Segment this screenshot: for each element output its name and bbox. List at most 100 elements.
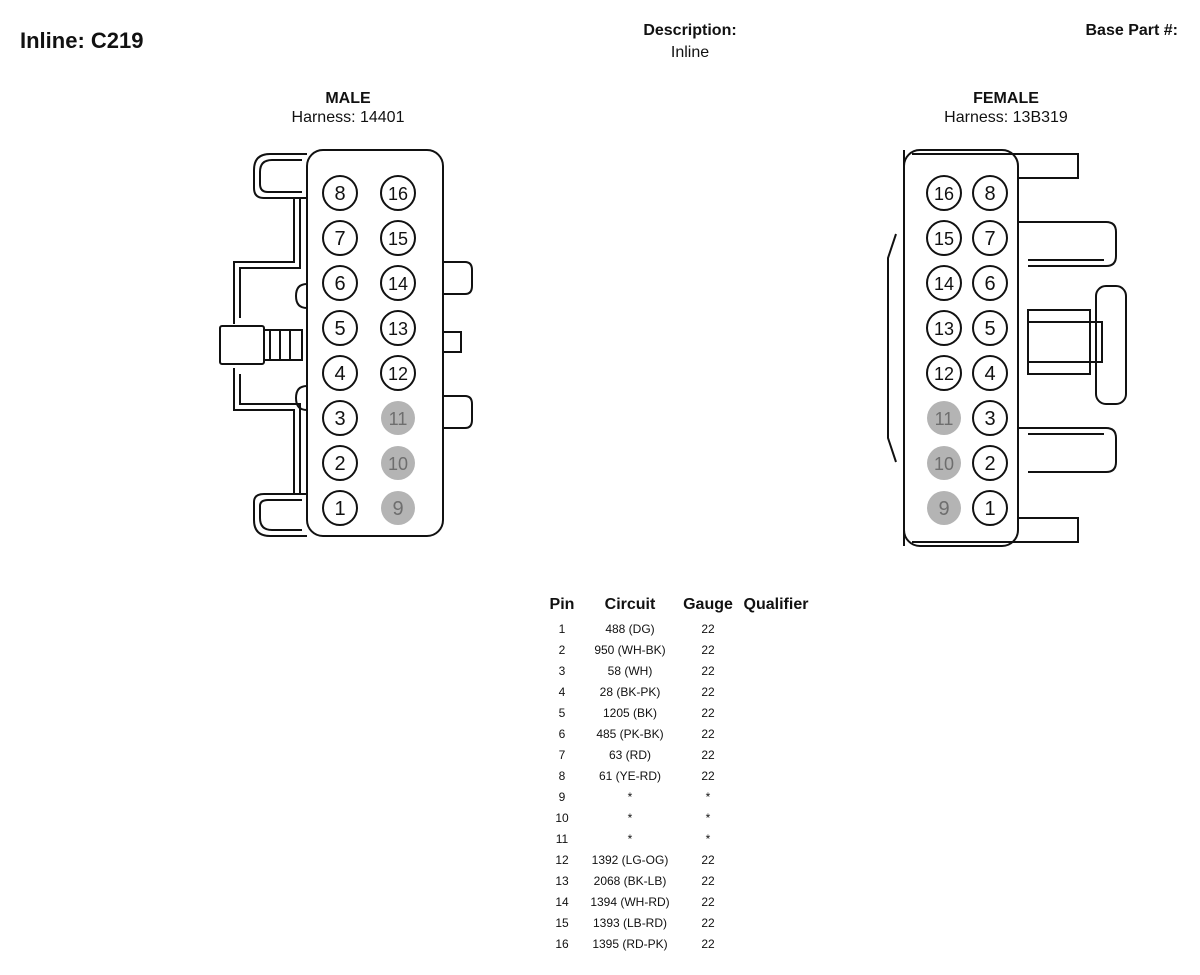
female-cavity-9 [927,491,961,525]
table-header-row: Pin Circuit Gauge Qualifier [543,596,815,618]
table-row: 11 * * [543,828,815,849]
circuit-cell: 485 (PK-BK) [596,726,664,741]
circuit-cell: 1393 (LB-RD) [592,915,668,930]
female-cavity-label: 12 [934,364,954,384]
female-cavity-label: 5 [984,318,995,340]
pin-cell: 11 [555,831,569,846]
female-cavity-label: 11 [935,409,954,429]
pin-cell: 9 [558,789,566,804]
gauge-cell: 22 [701,852,715,867]
female-cavity-label: 16 [934,184,954,204]
female-cavity-label: 15 [934,229,954,249]
male-cavity-label: 1 [334,498,345,520]
gauge-cell: 22 [701,747,715,762]
gauge-cell: 22 [701,726,715,741]
male-cavity-1 [322,490,358,526]
female-cavity-6 [972,265,1008,301]
gauge-cell: 22 [701,705,715,720]
male-cavity-9 [381,491,415,525]
male-cavity-label: 13 [388,319,408,339]
circuit-cell: 1394 (WH-RD) [590,894,670,909]
pin-cell: 2 [558,642,566,657]
female-cavity-16 [926,175,962,211]
gauge-cell: 22 [701,894,715,909]
circuit-cell: 1395 (RD-PK) [592,936,668,951]
female-cavity-14 [926,265,962,301]
male-cavity-label: 16 [388,184,408,204]
male-cavity-label: 3 [334,408,345,430]
female-cavity-label: 9 [938,498,949,520]
male-cavity-2 [322,445,358,481]
table-row: 10 * * [543,807,815,828]
female-cavity-label: 4 [984,363,995,385]
pin-cell: 5 [558,705,566,720]
male-cavity-15 [380,220,416,256]
qualifier-cell [737,870,815,891]
pin-cell: 10 [555,810,569,825]
gauge-cell: * [705,810,711,825]
male-cavity-3 [322,400,358,436]
circuit-cell: 61 (YE-RD) [598,768,661,783]
male-cavity-16 [380,175,416,211]
col-header-pin: Pin [549,596,575,613]
female-cavity-1 [972,490,1008,526]
male-cavity-label: 2 [334,453,345,475]
male-cavity-10 [381,446,415,480]
female-cavity-label: 1 [984,498,995,520]
description-value: Inline [670,44,710,61]
female-harness-label: Harness: 13B319 [944,109,1068,126]
male-cavity-label: 8 [334,183,345,205]
qualifier-cell [737,744,815,765]
gauge-cell: 22 [701,684,715,699]
female-cavity-label: 7 [984,228,995,250]
qualifier-cell [737,807,815,828]
table-row: 14 1394 (WH-RD) 22 [543,891,815,912]
circuit-cell: 1392 (LG-OG) [591,852,669,867]
circuit-cell: * [627,810,633,825]
gauge-cell: * [705,831,711,846]
male-cavity-label: 11 [389,409,408,429]
gauge-cell: 22 [701,873,715,888]
female-cavity-2 [972,445,1008,481]
qualifier-cell [737,723,815,744]
female-cavity-label: 13 [934,319,954,339]
circuit-cell: * [627,831,633,846]
male-cavity-label: 10 [388,454,408,474]
female-cavity-5 [972,310,1008,346]
male-cavity-5 [322,310,358,346]
pin-cell: 12 [555,852,569,867]
circuit-cell: 28 (BK-PK) [599,684,661,699]
gauge-cell: 22 [701,915,715,930]
female-cavity-4 [972,355,1008,391]
male-cavity-label: 9 [392,498,403,520]
qualifier-cell [737,681,815,702]
male-cavity-11 [381,401,415,435]
male-connector-header: MALE Harness: 14401 [228,90,468,127]
female-cavity-3 [972,400,1008,436]
male-harness-label: Harness: 14401 [291,109,405,126]
male-cavity-label: 7 [334,228,345,250]
col-header-gauge: Gauge [683,596,733,613]
qualifier-cell [737,702,815,723]
pin-cell: 6 [558,726,566,741]
female-connector-housing [887,149,1127,547]
female-gender-label: FEMALE [973,90,1039,107]
gauge-cell: 22 [701,621,715,636]
female-connector-header: FEMALE Harness: 13B319 [886,90,1126,127]
male-cavity-12 [380,355,416,391]
qualifier-cell [737,660,815,681]
description-block: Description: Inline [590,22,790,62]
table-row: 12 1392 (LG-OG) 22 [543,849,815,870]
qualifier-cell [737,786,815,807]
qualifier-cell [737,849,815,870]
pin-cell: 14 [555,894,569,909]
pin-cell: 7 [558,747,566,762]
